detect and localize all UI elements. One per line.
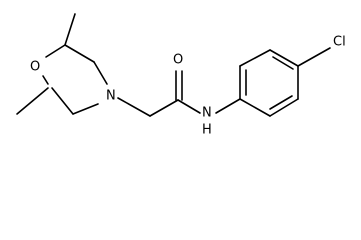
bond-c5-c6 bbox=[51, 87, 74, 115]
chlorine-label: Cl bbox=[333, 35, 346, 50]
bond-ch2-carbonyl-c bbox=[149, 99, 179, 117]
bond-methyl-bottom bbox=[16, 87, 49, 115]
bond-ring-n-c5 bbox=[72, 103, 99, 115]
bond-c2-c3 bbox=[64, 44, 95, 63]
bond-ring-n-ch2 bbox=[117, 97, 151, 117]
bond-ar-c6-c1 bbox=[239, 98, 271, 117]
carbonyl-oxygen-label: O bbox=[173, 53, 183, 68]
morpholine-ring bbox=[42, 44, 108, 115]
bond-amide-n-aryl bbox=[215, 98, 241, 114]
ring-nitrogen-label: N bbox=[106, 89, 116, 104]
bond-c3-ring-n bbox=[93, 61, 108, 85]
molecule-structure-diagram: O N O N H Cl bbox=[16, 13, 346, 138]
amide-nitrogen-label: N bbox=[202, 106, 212, 121]
bond-ring-o-c2 bbox=[45, 44, 66, 58]
bond-ar-inner-3 bbox=[269, 95, 293, 110]
bond-ar-inner-2 bbox=[272, 56, 294, 70]
benzene-ring bbox=[239, 49, 299, 117]
bond-ar-c2-c3 bbox=[239, 49, 271, 67]
ring-oxygen-label: O bbox=[30, 60, 40, 75]
bond-c6-ring-o bbox=[42, 75, 49, 85]
bond-methyl-top bbox=[64, 13, 76, 46]
bond-ar-c5-c6 bbox=[269, 98, 299, 117]
bond-carbonyl-c-amide-n bbox=[177, 99, 201, 114]
bond-aryl-cl bbox=[297, 47, 331, 67]
amide-hydrogen-label: H bbox=[202, 123, 212, 138]
bond-ar-c3-c4 bbox=[269, 49, 299, 67]
